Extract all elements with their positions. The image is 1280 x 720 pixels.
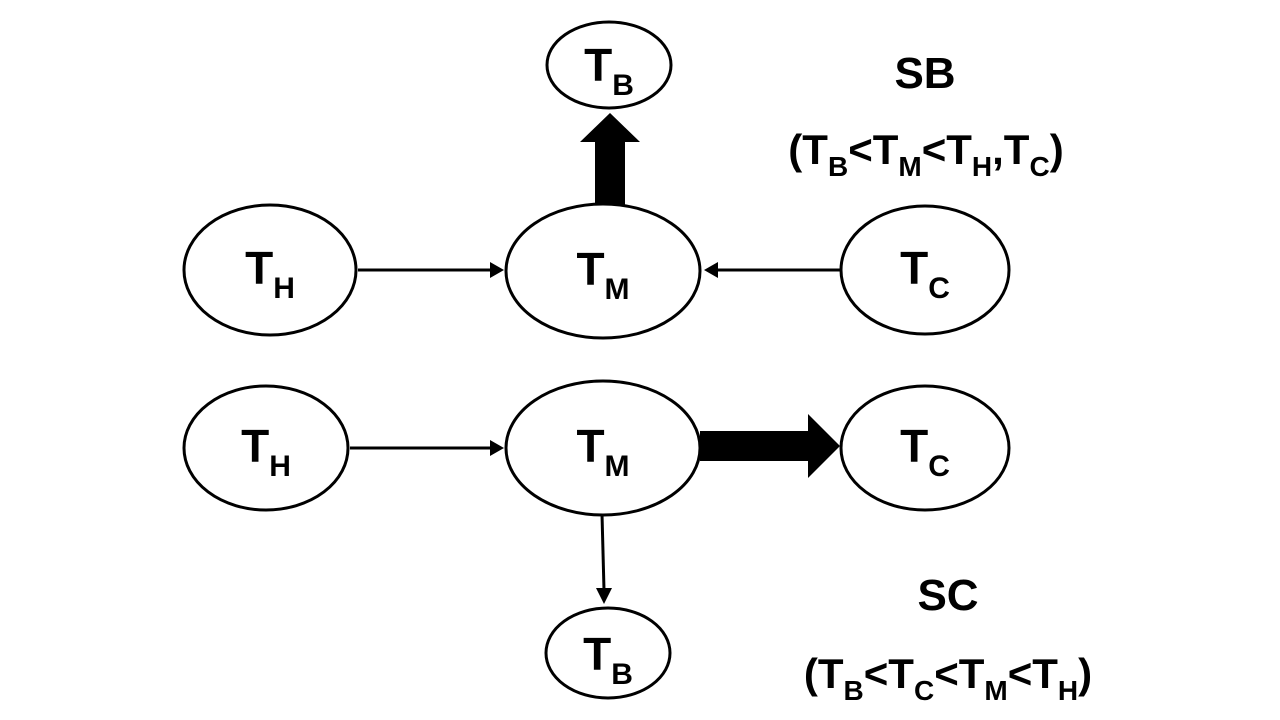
sc-node-th-main: T bbox=[241, 420, 269, 472]
sb-node-th: TH bbox=[182, 203, 358, 337]
sb-node-tm-sub: M bbox=[605, 273, 630, 306]
sb-node-tc-sub: C bbox=[928, 272, 950, 305]
sb-node-tm: TM bbox=[504, 202, 702, 340]
svg-text:TC: TC bbox=[900, 420, 950, 483]
sb-arrow-h-to-m-head bbox=[490, 262, 504, 278]
sb-arrow-c-to-m-head bbox=[704, 262, 718, 278]
sc-node-tm: TM bbox=[504, 379, 702, 517]
sc-condition: (TB<TC<TM<TH) bbox=[804, 650, 1092, 706]
svg-text:TH: TH bbox=[245, 242, 295, 305]
sb-node-tm-main: T bbox=[576, 243, 604, 295]
sb-title: SB bbox=[894, 49, 955, 98]
sb-condition: (TB<TM<TH,TC) bbox=[788, 126, 1063, 182]
sb-node-tb-main: T bbox=[584, 39, 612, 91]
sc-title: SC bbox=[917, 571, 978, 620]
sb-node-tc-main: T bbox=[900, 242, 928, 294]
sc-node-tc: TC bbox=[839, 384, 1011, 512]
sb-thick-arrow-m-to-b bbox=[580, 113, 640, 207]
sc-arrow-h-to-m-head bbox=[490, 440, 504, 456]
sb-node-th-main: T bbox=[245, 242, 273, 294]
svg-text:TC: TC bbox=[900, 242, 950, 305]
sc-node-tb-main: T bbox=[583, 628, 611, 680]
svg-text:TB: TB bbox=[584, 39, 634, 102]
sc-arrow-m-to-b-head bbox=[596, 588, 612, 604]
sb-node-tc: TC bbox=[839, 204, 1011, 336]
svg-text:TM: TM bbox=[576, 243, 629, 306]
sc-node-tm-sub: M bbox=[605, 450, 630, 483]
sc-node-tc-main: T bbox=[900, 420, 928, 472]
svg-text:TM: TM bbox=[576, 420, 629, 483]
sc-arrow-m-to-b-shaft bbox=[600, 513, 606, 591]
svg-text:TB: TB bbox=[583, 628, 633, 691]
sc-node-tb: TB bbox=[544, 606, 672, 700]
sb-group: TB TH TM TC SB (TB<TM<TH,T bbox=[182, 20, 1064, 340]
sc-node-th: TH bbox=[182, 384, 350, 512]
sc-group: TH TM TC TB SC (TB<TC<TM<T bbox=[182, 379, 1092, 706]
sc-node-th-sub: H bbox=[269, 450, 291, 483]
sb-node-tb-sub: B bbox=[612, 69, 634, 102]
sc-node-tb-sub: B bbox=[611, 658, 633, 691]
sb-node-tb: TB bbox=[545, 20, 673, 110]
svg-text:TH: TH bbox=[241, 420, 291, 483]
sc-node-tc-sub: C bbox=[928, 450, 950, 483]
sb-node-th-sub: H bbox=[273, 272, 295, 305]
sc-node-tm-main: T bbox=[576, 420, 604, 472]
sc-thick-arrow-m-to-c bbox=[700, 414, 840, 478]
